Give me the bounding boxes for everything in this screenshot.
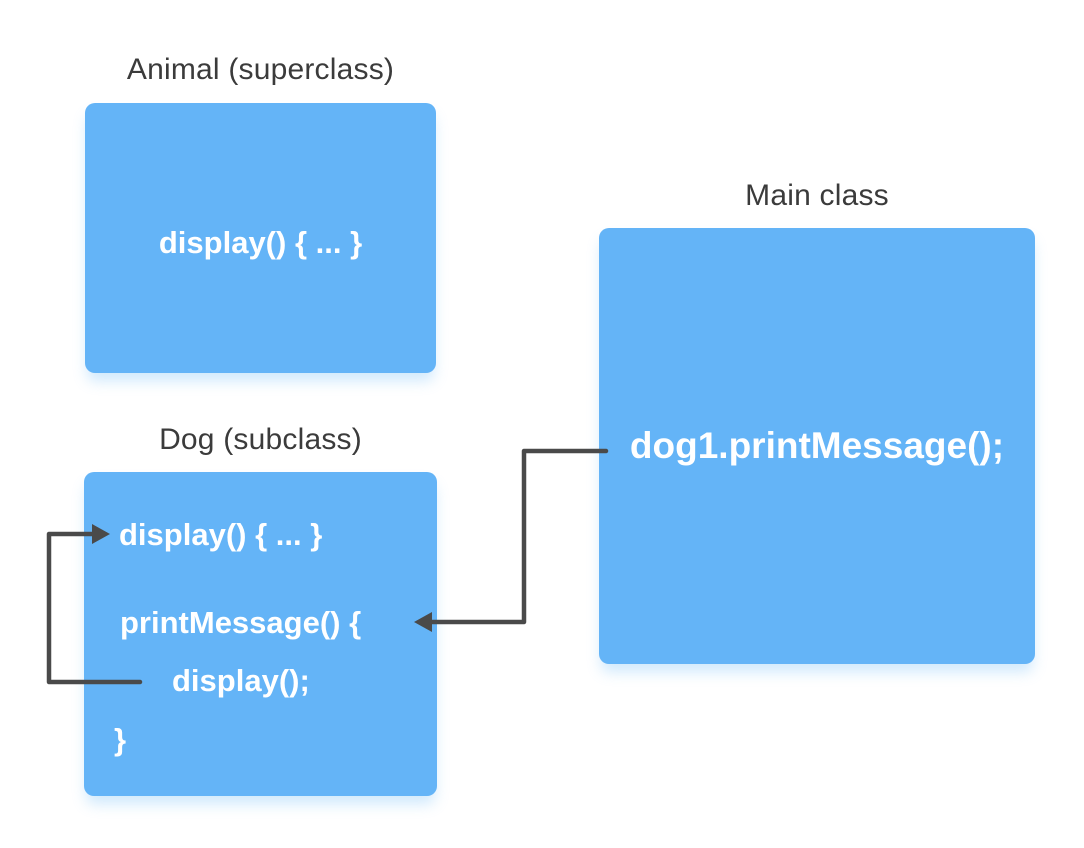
main-call-statement-text: dog1.printMessage();	[629, 425, 1005, 466]
arrow-main-calls-printmessage-line	[428, 448, 609, 625]
dog-subclass-box: display() { ... } printMessage() { displ…	[84, 472, 437, 796]
dog-closing-brace-text: }	[114, 722, 127, 757]
dog-subclass-label: Dog (subclass)	[159, 423, 362, 456]
main-class-box: dog1.printMessage();	[599, 228, 1035, 664]
arrow-main-calls-printmessage	[414, 448, 609, 632]
main-class-label: Main class	[745, 179, 889, 212]
dog-printmessage-method-text: printMessage() {	[120, 605, 362, 640]
dog-display-call-text: display();	[172, 663, 310, 698]
animal-superclass-box: display() { ... }	[85, 103, 436, 373]
dog-display-method-text: display() { ... }	[119, 517, 323, 552]
animal-superclass-label: Animal (superclass)	[126, 53, 395, 86]
animal-display-method-text: display() { ... }	[158, 224, 363, 260]
